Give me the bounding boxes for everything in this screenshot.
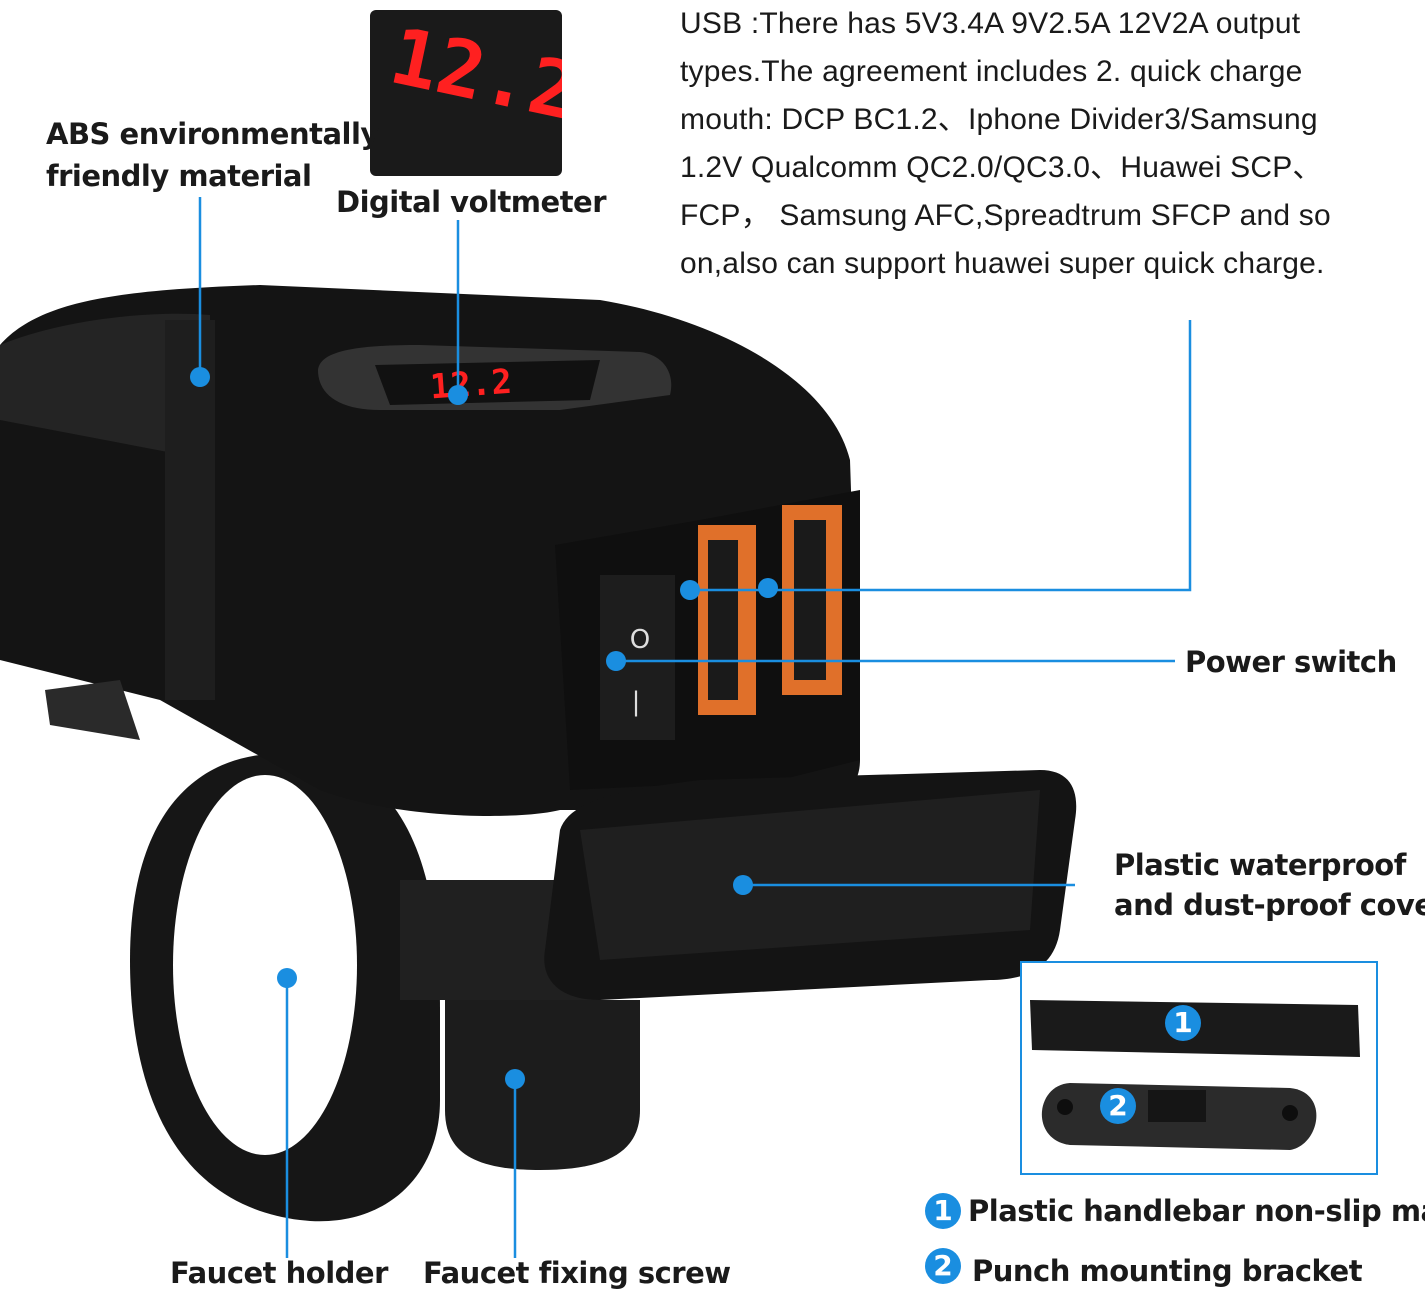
cover-label-line1: Plastic waterproof xyxy=(1114,848,1406,882)
svg-text:|: | xyxy=(632,687,641,717)
faucet-holder-label: Faucet holder xyxy=(170,1256,388,1290)
callout-lines xyxy=(198,197,1192,1258)
svg-text:12.2: 12.2 xyxy=(429,362,513,408)
number-badge-1: 1 xyxy=(1165,1005,1201,1041)
callout-dots xyxy=(190,367,778,1089)
cover-label-line2: and dust-proof cover xyxy=(1114,888,1425,922)
abs-label-line2: friendly material xyxy=(46,159,312,193)
abs-label-line1: ABS environmentally xyxy=(46,117,379,151)
voltmeter-closeup: 12.2 xyxy=(370,10,562,176)
legend-item-1: Plastic handlebar non-slip mat xyxy=(968,1194,1425,1228)
usb-desc-line: on,also can support huawei super quick c… xyxy=(680,247,1325,280)
usb-desc-line: FCP， Samsung AFC,Spreadtrum SFCP and so xyxy=(680,199,1331,232)
legend-item-2: Punch mounting bracket xyxy=(972,1254,1363,1288)
screw-knob xyxy=(400,880,640,1170)
charger-body: 12.2 O | xyxy=(0,285,860,816)
legend-badge-1: 1 xyxy=(925,1193,961,1229)
voltmeter-reading: 12.2 xyxy=(382,11,562,139)
usb-description: USB :There has 5V3.4A 9V2.5A 12V2A outpu… xyxy=(680,0,1425,288)
legend-badge-2: 2 xyxy=(925,1248,961,1284)
usb-desc-line: USB :There has 5V3.4A 9V2.5A 12V2A outpu… xyxy=(680,7,1301,40)
abs-material-label: ABS environmentally friendly material xyxy=(46,113,379,197)
usb-desc-line: types.The agreement includes 2. quick ch… xyxy=(680,55,1303,88)
voltmeter-label: Digital voltmeter xyxy=(336,185,607,219)
number-badge-2: 2 xyxy=(1100,1088,1136,1124)
usb-desc-line: 1.2V Qualcomm QC2.0/QC3.0、Huawei SCP、 xyxy=(680,151,1323,184)
usb-desc-line: mouth: DCP BC1.2、Iphone Divider3/Samsung xyxy=(680,103,1318,136)
power-switch-label: Power switch xyxy=(1185,645,1397,679)
cover-label: Plastic waterproof and dust-proof cover xyxy=(1114,845,1425,925)
svg-text:O: O xyxy=(630,625,650,655)
fixing-screw-label: Faucet fixing screw xyxy=(423,1256,731,1290)
